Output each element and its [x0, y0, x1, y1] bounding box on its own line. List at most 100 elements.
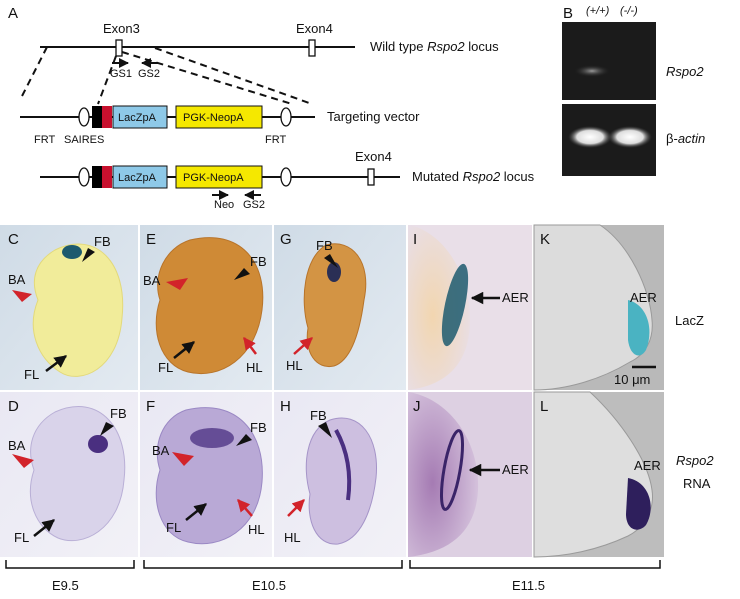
arrowhead-h-fb: [318, 422, 332, 438]
ires-element-mutated: [102, 166, 112, 188]
panel-i-photo: I AER: [408, 225, 532, 390]
panel-d-photo: D FB BA FL: [0, 392, 138, 557]
label-e-fb: FB: [250, 254, 267, 269]
scale-bar-label: 10 μm: [614, 372, 650, 387]
label-c-ba: BA: [8, 272, 26, 287]
label-d-ba: BA: [8, 438, 26, 453]
lane-label-ko: (-/-): [620, 5, 638, 17]
lacz-box-bottom: [112, 165, 168, 189]
embryo-e: [155, 237, 264, 375]
panel-letter-e: E: [146, 231, 156, 248]
arrow-f-fl: [185, 503, 207, 521]
exon4-box-bottom: [367, 168, 375, 186]
label-g-hl: HL: [286, 358, 303, 373]
label-c-fb: FB: [94, 234, 111, 249]
neo-primer-label: Neo: [214, 199, 234, 211]
rna-stain-f-fb: [190, 428, 234, 448]
label-e-hl: HL: [246, 360, 263, 375]
embryo-f: [155, 407, 263, 545]
gel-band-actin-wt: [568, 126, 612, 148]
label-h-fb: FB: [310, 408, 327, 423]
label-l-aer: AER: [634, 458, 661, 473]
arrowhead-g-fb: [324, 254, 338, 268]
frt-site-mutated-left: [78, 167, 90, 187]
panel-h-photo: H FB HL: [274, 392, 406, 557]
stage-label-e115: E11.5: [512, 578, 545, 593]
arrowhead-d-ba: [12, 454, 34, 468]
mutated-locus-label: Mutated Rspo2 locus: [412, 169, 535, 184]
lane-label-wt: (+/+): [586, 5, 610, 17]
gel-row-label-actin: β-actin: [666, 131, 705, 146]
frt-site-right: [280, 107, 292, 127]
panel-letter-l: L: [540, 398, 548, 415]
panel-letter-j: J: [413, 398, 421, 415]
panel-letter-a: A: [8, 5, 18, 22]
label-f-fl: FL: [166, 520, 181, 535]
wild-type-locus-label: Wild type Rspo2 locus: [370, 39, 499, 54]
bracket-e95: [5, 560, 135, 569]
arrowhead-c-ba: [12, 290, 32, 302]
rna-stain-j-aer: [439, 429, 465, 511]
panel-letter-b: B: [563, 5, 573, 22]
arrow-e-hl: [243, 337, 257, 355]
exon4-label-bottom: Exon4: [355, 149, 392, 164]
lacz-label-top: LacZpA: [118, 112, 157, 124]
exon3-label: Exon3: [103, 21, 140, 36]
label-f-hl: HL: [248, 522, 265, 537]
lacz-stain-c-fb: [62, 245, 82, 259]
rna-stain-d-fb: [88, 435, 108, 453]
rna-stain-h-line: [334, 429, 352, 501]
label-d-fl: FL: [14, 530, 29, 545]
stage-label-e105: E10.5: [252, 578, 286, 593]
bracket-e115: [409, 560, 661, 569]
panel-letter-g: G: [280, 231, 292, 248]
neo-box-bottom: [175, 165, 263, 189]
arrow-f-hl: [237, 499, 253, 517]
panel-a-diagram: A Exon3 Exon4 Wild type Rspo2 locus GS1 …: [8, 5, 535, 211]
stage-label-e95: E9.5: [52, 578, 79, 593]
arrowhead-d-fb: [100, 422, 114, 436]
arrow-d-fl: [33, 519, 55, 537]
arrowhead-e-ba: [166, 278, 188, 290]
embryo-h: [305, 417, 378, 545]
panel-letter-d: D: [8, 398, 19, 415]
neo-label-bottom: PGK-NeopA: [183, 172, 244, 184]
lacz-box-top: [112, 105, 168, 129]
arrow-c-fl: [45, 355, 67, 372]
arrowhead-f-fb: [236, 434, 252, 446]
row-label-rspo2: Rspo2: [676, 453, 714, 468]
panel-letter-c: C: [8, 231, 19, 248]
label-g-fb: FB: [316, 238, 333, 253]
gel-band-rspo2-wt: [574, 65, 610, 77]
row-label-rna: RNA: [683, 476, 711, 491]
label-d-fb: FB: [110, 406, 127, 421]
label-e-ba: BA: [143, 273, 161, 288]
panel-g-photo: G FB HL: [274, 225, 406, 390]
gs2-label-bottom: GS2: [243, 199, 265, 211]
frt-left-label: FRT: [34, 134, 55, 146]
frt-site-mutated-right: [280, 167, 292, 187]
frt-right-label: FRT: [265, 134, 286, 146]
arrow-h-hl: [287, 499, 305, 517]
frt-site-left: [78, 107, 90, 127]
ires-element: [102, 106, 112, 128]
panel-letter-i: I: [413, 231, 417, 248]
label-e-fl: FL: [158, 360, 173, 375]
embryo-g: [303, 243, 367, 368]
gel-row-label-rspo2: Rspo2: [666, 64, 704, 79]
sa-element: [92, 106, 102, 128]
panel-f-photo: F BA FB FL HL: [140, 392, 272, 557]
panel-e-photo: E BA FB FL HL: [140, 225, 272, 390]
homology-line-right2: [154, 47, 313, 105]
panel-c-photo: C FB BA FL: [0, 225, 138, 390]
label-k-aer: AER: [630, 290, 657, 305]
panel-letter-f: F: [146, 398, 155, 415]
homology-line-right1: [121, 51, 293, 105]
neo-label-top: PGK-NeopA: [183, 112, 244, 124]
arrowhead-e-fb: [234, 268, 250, 280]
rna-stain-l-aer: [626, 478, 651, 530]
arrow-g-hl: [293, 337, 313, 355]
arrow-e-fl: [173, 341, 195, 359]
lacz-stain-g-fb: [327, 262, 341, 282]
